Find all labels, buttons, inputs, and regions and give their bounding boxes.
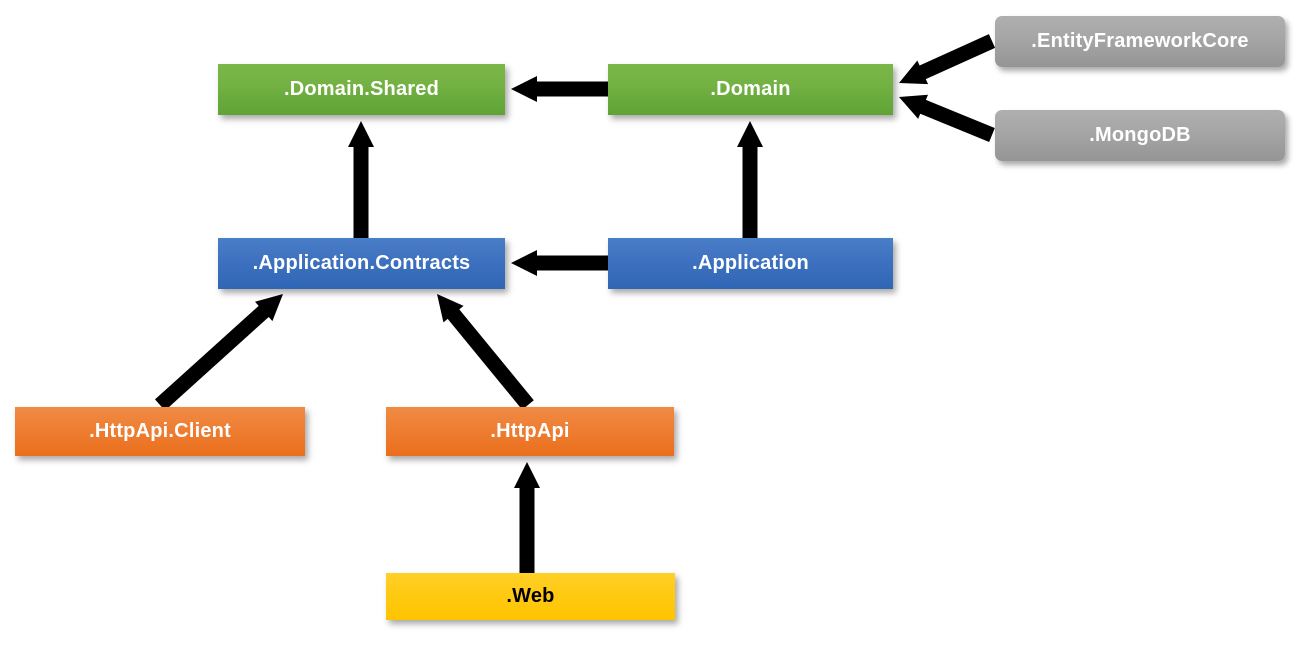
node-label: .HttpApi.Client [89,420,231,442]
node-web[interactable]: .Web [386,573,675,620]
node-domain-shared[interactable]: .Domain.Shared [218,64,505,115]
node-domain[interactable]: .Domain [608,64,893,115]
edge-httpapi-to-contracts [437,294,534,410]
node-entityframeworkcore[interactable]: .EntityFrameworkCore [995,16,1285,67]
node-label: .Web [506,585,555,607]
node-mongodb[interactable]: .MongoDB [995,110,1285,161]
node-label: .EntityFrameworkCore [1031,30,1249,52]
edge-web-to-httpapi [514,462,540,573]
edge-application-to-domain [737,121,763,238]
node-application[interactable]: .Application [608,238,893,289]
edge-httpapi-client-to-contracts [154,294,283,411]
node-application-contracts[interactable]: .Application.Contracts [218,238,505,289]
edge-contracts-to-domain-shared [348,121,374,238]
node-label: .Application.Contracts [252,252,471,274]
node-label: .HttpApi [490,420,570,442]
edge-application-to-contracts [511,250,608,276]
edge-mongodb-to-domain [899,94,995,142]
node-httpapi[interactable]: .HttpApi [386,407,674,456]
edge-efcore-to-domain [899,34,996,85]
node-label: .Domain.Shared [283,78,440,100]
node-label: .Domain [710,78,791,100]
node-label: .Application [692,252,809,274]
node-label: .MongoDB [1089,124,1191,146]
node-httpapi-client[interactable]: .HttpApi.Client [15,407,305,456]
edge-domain-to-domain-shared [511,76,608,102]
